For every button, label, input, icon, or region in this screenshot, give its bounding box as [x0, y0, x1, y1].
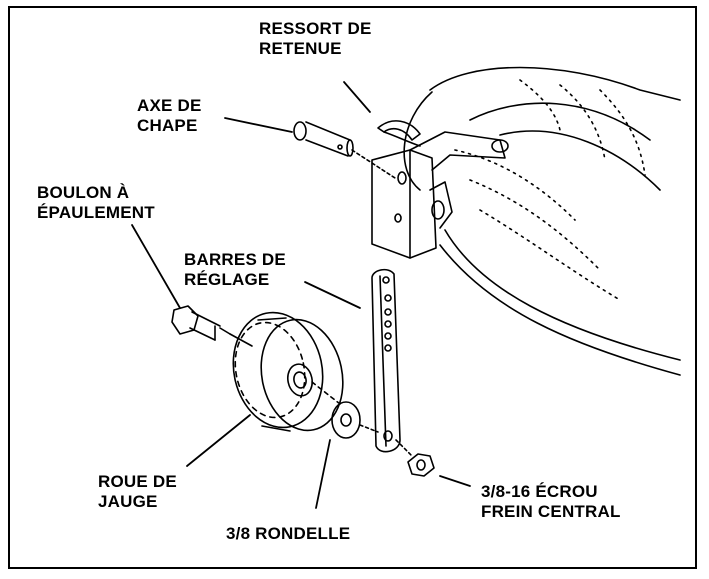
shoulder-bolt	[171, 305, 253, 347]
label-shoulder-bolt: BOULON À ÉPAULEMENT	[37, 183, 155, 222]
label-clevis-pin: AXE DE CHAPE	[137, 96, 202, 135]
diagram-frame	[8, 6, 697, 569]
gauge-wheel	[232, 311, 344, 432]
mower-deck	[403, 66, 681, 376]
label-lock-nut: 3/8-16 ÉCROU FREIN CENTRAL	[481, 482, 621, 521]
retaining-spring	[377, 120, 421, 147]
label-retaining-spring: RESSORT DE RETENUE	[259, 19, 372, 58]
leader-lines	[131, 81, 471, 509]
clevis-pin	[293, 121, 396, 179]
adjustment-bar	[371, 268, 413, 457]
label-adjustment-bars: BARRES DE RÉGLAGE	[184, 250, 286, 289]
label-washer: 3/8 RONDELLE	[226, 524, 351, 543]
deck-bracket	[371, 131, 509, 259]
lock-nut	[407, 453, 435, 477]
washer	[331, 401, 379, 439]
label-gauge-wheel: ROUE DE JAUGE	[98, 472, 177, 511]
